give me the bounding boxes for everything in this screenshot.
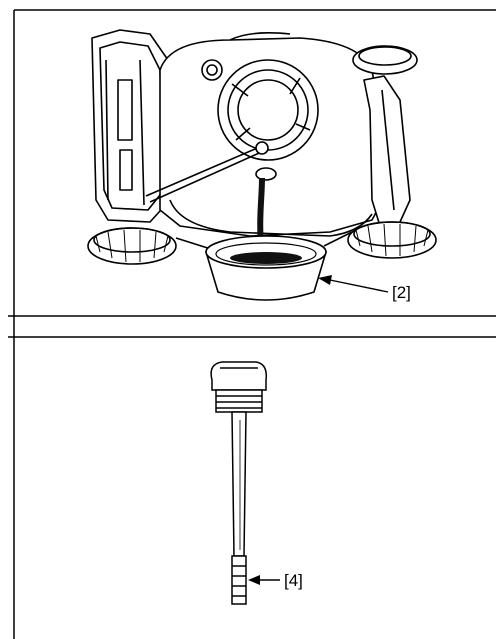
callout-label-4: [4] <box>284 571 303 590</box>
mower-body <box>87 29 437 265</box>
oil-catch-bowl <box>204 235 328 301</box>
callout-2-arrowhead <box>318 275 332 285</box>
dipstick-illustration <box>8 320 496 639</box>
callout-label-2: [2] <box>392 283 411 302</box>
figure-panel-dipstick: [4] <box>0 320 496 639</box>
dipstick <box>210 361 268 605</box>
figure-panel-drain-oil: [2] <box>8 9 496 320</box>
mower-drain-illustration <box>8 9 496 320</box>
callout-2-leader <box>329 279 389 293</box>
callout-4-arrowhead <box>248 575 260 585</box>
